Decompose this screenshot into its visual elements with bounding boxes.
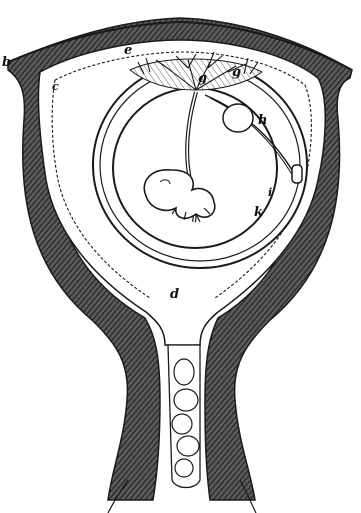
label-c-left: c: [52, 80, 59, 93]
yolk-sac-knob: [292, 165, 302, 183]
label-e: e: [124, 43, 132, 58]
label-i: i: [268, 186, 272, 199]
label-h: h: [258, 113, 267, 128]
label-g-top: g: [232, 65, 241, 80]
label-k: k: [254, 205, 263, 220]
umbilical-vesicle: [223, 104, 253, 132]
label-g-centre: g: [198, 71, 207, 86]
label-d: d: [170, 287, 179, 302]
label-b: b: [2, 55, 11, 70]
